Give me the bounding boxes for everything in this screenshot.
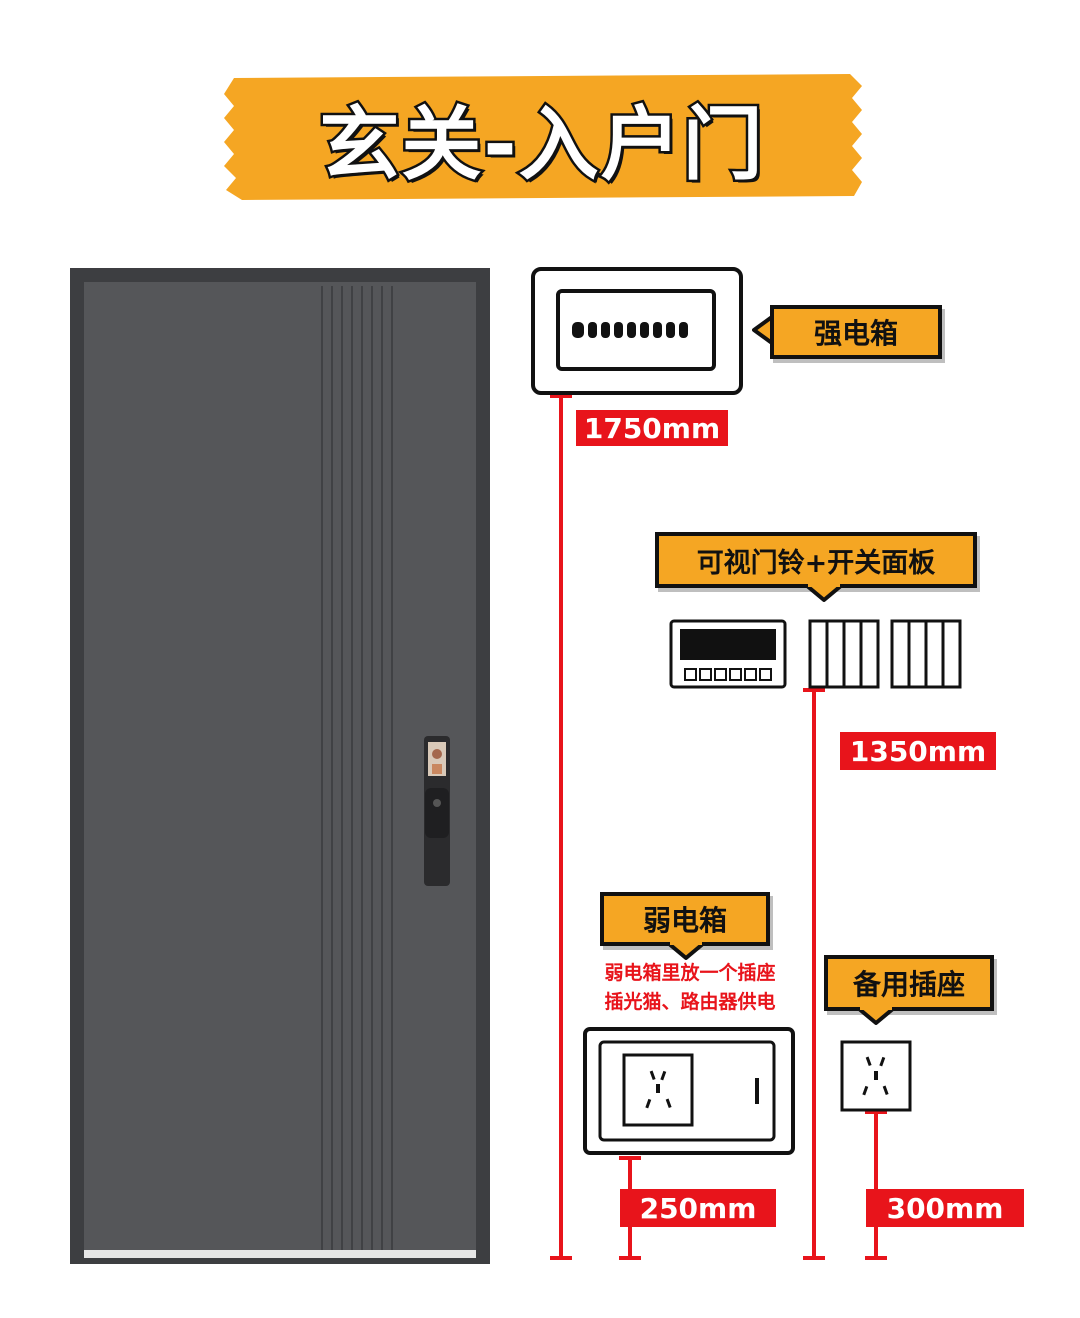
title-banner: [224, 74, 862, 200]
doorbell-tag-pointer: [804, 584, 844, 602]
strong-box-height: 1750mm: [576, 410, 728, 446]
page-title: 玄关-入户门: [317, 96, 765, 194]
weak-box-tag-pointer: [666, 942, 706, 960]
socket-icon: [622, 1053, 694, 1127]
banner-background: [224, 74, 862, 200]
measure-line-strong-box: [550, 394, 572, 1260]
door-groove-stripes: [321, 286, 393, 1252]
smart-lock-icon: [424, 736, 450, 886]
weak-box-label: 弱电箱: [600, 892, 770, 946]
spare-socket-icon: [840, 1040, 912, 1112]
measure-line-doorbell: [803, 688, 825, 1260]
door-threshold: [84, 1250, 476, 1258]
strong-box-icon: [531, 267, 743, 395]
spare-socket-height: 300mm: [866, 1189, 1024, 1227]
switch-panel-icon-2: [890, 619, 962, 689]
measure-line-spare-socket: [865, 1110, 887, 1260]
spare-socket-tag-pointer: [856, 1007, 896, 1025]
strong-box-label: 强电箱: [770, 305, 942, 359]
weak-box-height: 250mm: [620, 1189, 776, 1227]
door-panel: [84, 282, 476, 1252]
weak-box-note-line-2: 插光猫、路由器供电: [604, 991, 776, 1013]
weak-box-icon: [583, 1027, 795, 1155]
switch-panel-icon: [808, 619, 880, 689]
video-doorbell-icon: [669, 619, 787, 689]
weak-box-note: 弱电箱里放一个插座 插光猫、路由器供电: [580, 959, 800, 1017]
doorbell-panel-label: 可视门铃+开关面板: [655, 532, 977, 588]
weak-box-note-line-1: 弱电箱里放一个插座: [604, 962, 776, 984]
doorbell-panel-height: 1350mm: [840, 732, 996, 770]
spare-socket-label: 备用插座: [824, 955, 994, 1011]
doorbell-and-switches-icon: [669, 619, 962, 689]
entrance-door: [70, 268, 490, 1264]
